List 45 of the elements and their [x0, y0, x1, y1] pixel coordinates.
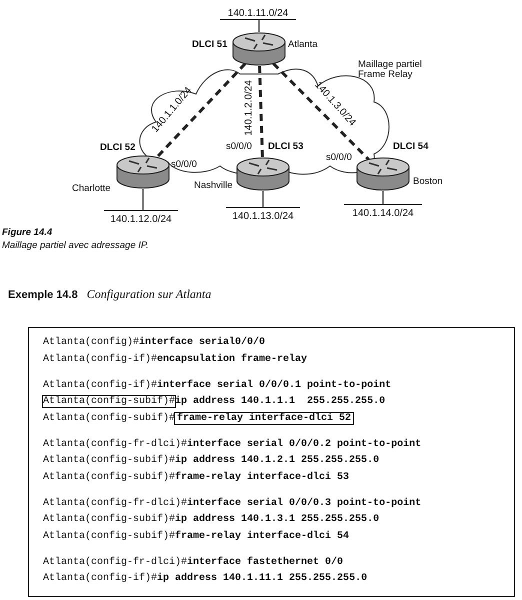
pvc-link: [272, 62, 370, 161]
dlci-label: DLCI 54: [393, 142, 428, 152]
figure-number: Figure 14.4: [2, 228, 52, 238]
cloud-label: s0/0/0: [171, 160, 197, 170]
code-line: Atlanta(config-subif)#frame-relay interface-dlci 52: [43, 412, 514, 424]
code-line: Atlanta(config-subif)#frame-relay interface-dlci 53: [43, 472, 350, 484]
code-line: Atlanta(config-fr-dlci)#interface serial 0/0/0.2 point-to-point: [43, 438, 422, 450]
pvc-link: [156, 62, 246, 158]
subnet-label: 140.1.13.0/24: [231, 210, 295, 222]
subnet-label: 140.1.12.0/24: [109, 213, 173, 225]
cloud-label: Maillage partiel Frame Relay: [358, 60, 423, 81]
lan-link: [262, 191, 264, 207]
router-label: s0/0/0: [326, 153, 352, 164]
lan-link: [382, 191, 384, 204]
cloud-label: DLCI 52: [100, 143, 136, 154]
lan-segment: [226, 207, 300, 222]
lan-segment: [344, 204, 422, 219]
code-line: Atlanta(config-subif)#ip address 140.1.2.1 255.255.255.0: [43, 455, 380, 467]
router-label: Atlanta: [288, 40, 318, 50]
lan-segment: [220, 6, 296, 20]
code-line: Atlanta(config-subif)#frame-relay interface-dlci 54: [43, 530, 350, 542]
dlci-label: DLCI 53: [268, 142, 304, 152]
code-line: Atlanta(config-if)#ip address 140.1.11.1 255.255.255.0: [43, 573, 368, 585]
code-line: Atlanta(config-subif)#ip address 140.1.3.1 255.255.255.0: [43, 514, 380, 526]
code-line: Atlanta(config-if)#encapsulation frame-relay: [43, 354, 308, 366]
subnet-label: 140.1.11.0/24: [226, 7, 290, 19]
cloud-label: Charlotte: [72, 184, 111, 194]
lan-link: [258, 20, 260, 32]
lan-link: [142, 189, 144, 210]
pvc-link: [258, 66, 264, 158]
code-listing: [28, 327, 515, 597]
code-line: Atlanta(config-if)#interface serial 0/0/0.1 point-to-point: [43, 380, 392, 392]
router-label: Boston: [413, 177, 443, 188]
code-line: Atlanta(config-fr-dlci)#interface serial 0/0/0.3 point-to-point: [43, 498, 422, 510]
code-line: Atlanta(config-subif)#ip address 140.1.1.1 255.255.255.0: [43, 396, 386, 408]
figure-caption: Maillage partiel avec adressage IP.: [2, 241, 149, 252]
dlci-label: DLCI 51: [192, 40, 228, 50]
code-line: Atlanta(config)#interface serial0/0/0: [43, 337, 266, 349]
lan-segment: [104, 210, 178, 225]
router-label: s0/0/0: [226, 142, 252, 152]
subnet-label: 140.1.14.0/24: [351, 207, 415, 219]
code-line: Atlanta(config-fr-dlci)#interface fastethernet 0/0: [43, 556, 344, 568]
edge-label: 140.1.2.0/24: [244, 80, 254, 136]
example-title: Exemple 14.8 Configuration sur Atlanta: [8, 288, 212, 302]
router-label: Nashville: [194, 181, 233, 192]
